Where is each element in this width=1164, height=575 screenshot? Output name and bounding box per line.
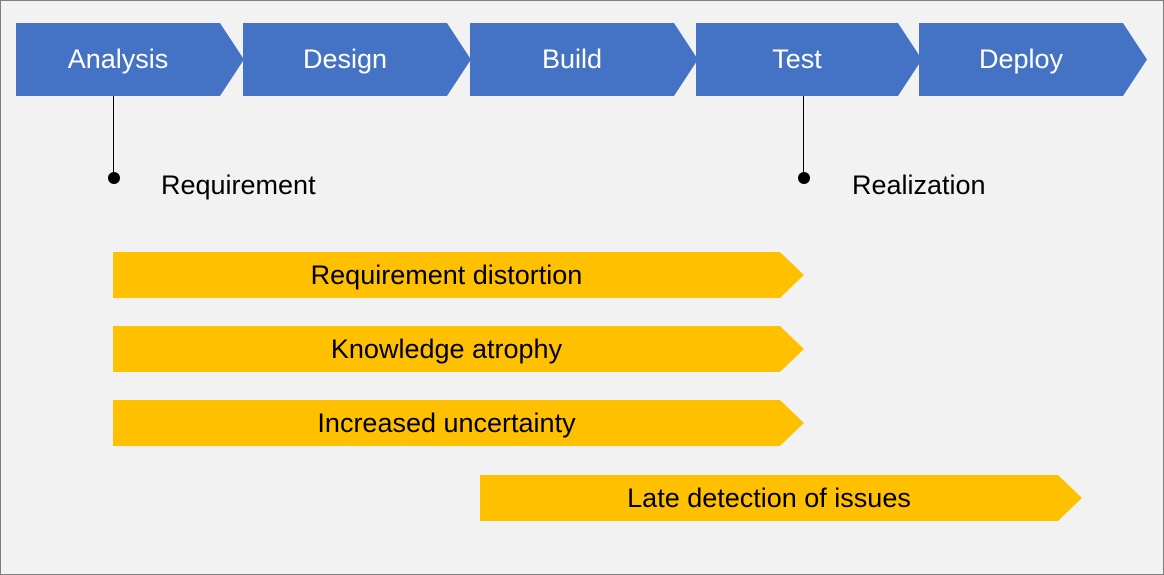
issue-knowledge-atrophy: Knowledge atrophy (113, 326, 804, 372)
phase-build: Build (470, 23, 698, 96)
phase-test: Test (696, 23, 922, 96)
realization-dot (798, 172, 810, 184)
issue-late-detection: Late detection of issues (480, 475, 1082, 521)
realization-connector (803, 96, 804, 178)
realization-label: Realization (852, 170, 986, 200)
issue-increased-uncertainty: Increased uncertainty (113, 400, 804, 446)
issue-requirement-distortion: Requirement distortion (113, 252, 804, 298)
phase-deploy: Deploy (919, 23, 1147, 96)
requirement-dot (108, 172, 120, 184)
phase-design: Design (243, 23, 471, 96)
requirement-connector (113, 96, 114, 178)
requirement-label: Requirement (161, 170, 316, 200)
phase-analysis: Analysis (16, 23, 244, 96)
